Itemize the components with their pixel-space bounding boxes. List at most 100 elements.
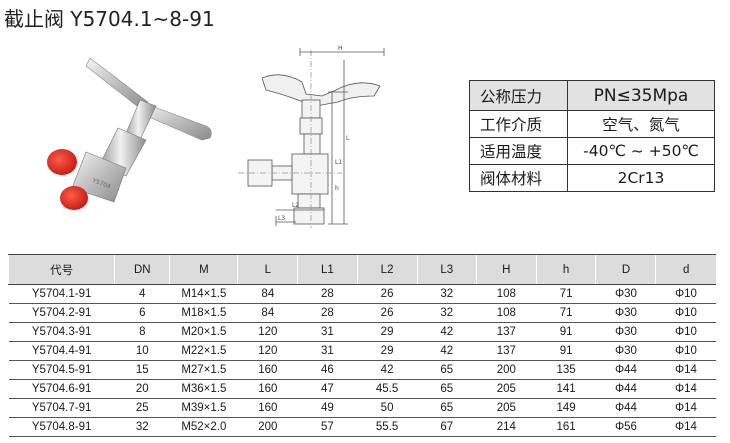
table-cell: M39×1.5	[169, 398, 238, 418]
spec-value: 2Cr13	[567, 164, 715, 192]
table-cell: 65	[417, 398, 477, 418]
column-header: H	[475, 254, 537, 285]
table-cell: Y5704.6-91	[8, 379, 115, 399]
table-cell: Φ14	[655, 398, 716, 418]
column-header: L1	[297, 254, 358, 285]
table-cell: 55.5	[357, 417, 418, 437]
table-cell: 6	[114, 303, 170, 323]
table-cell: Φ44	[595, 398, 656, 418]
table-cell: 141	[536, 379, 596, 399]
table-header-row: 代号 DN M L L1 L2 L3 H h D d	[7, 254, 716, 285]
table-cell: M36×1.5	[169, 379, 238, 399]
spec-row: 适用温度 -40℃ ~ +50℃	[469, 137, 715, 165]
page-title: 截止阀 Y5704.1~8-91	[4, 7, 215, 31]
table-cell: Y5704.3-91	[8, 322, 115, 342]
column-header: 代号	[7, 254, 115, 285]
table-cell: 161	[536, 417, 596, 437]
table-cell: Φ10	[655, 303, 716, 323]
table-cell: 25	[114, 398, 170, 418]
table-cell: 84	[237, 303, 298, 323]
table-cell: 137	[476, 341, 537, 361]
table-cell: 46	[297, 360, 358, 380]
table-cell: M52×2.0	[169, 417, 238, 437]
table-cell: 67	[417, 417, 477, 437]
drawing-label-l3: L3	[278, 215, 285, 222]
table-cell: 160	[237, 379, 298, 399]
table-cell: 160	[237, 398, 298, 418]
table-cell: Φ56	[595, 417, 656, 437]
table-cell: 205	[476, 379, 537, 399]
spec-label: 适用温度	[469, 137, 568, 165]
table-cell: 65	[417, 379, 477, 399]
table-cell: 29	[357, 322, 418, 342]
table-cell: M27×1.5	[169, 360, 238, 380]
table-cell: 91	[536, 322, 596, 342]
table-cell: 108	[476, 303, 537, 323]
table-cell: 26	[357, 303, 418, 323]
table-cell: 214	[476, 417, 537, 437]
table-cell: 31	[297, 341, 358, 361]
table-cell: 42	[417, 322, 477, 342]
drawing-label-hh: h	[335, 185, 339, 192]
table-cell: 42	[357, 360, 418, 380]
spec-row: 阀体材料 2Cr13	[469, 164, 715, 192]
spec-label: 工作介质	[469, 110, 568, 138]
table-cell: 45.5	[357, 379, 418, 399]
table-cell: Y5704.4-91	[8, 341, 115, 361]
column-header: DN	[114, 254, 170, 285]
column-header: D	[595, 254, 656, 285]
drawing-label-l2: L2	[292, 202, 299, 209]
table-cell: 49	[297, 398, 358, 418]
table-cell: 160	[237, 360, 298, 380]
table-cell: Φ30	[595, 284, 656, 304]
table-cell: Φ44	[595, 379, 656, 399]
table-cell: 28	[297, 284, 358, 304]
table-cell: 10	[114, 341, 170, 361]
table-cell: 71	[536, 284, 596, 304]
table-cell: Φ10	[655, 284, 716, 304]
spec-row: 公称压力 PN≤35Mpa	[469, 80, 715, 111]
table-cell: 65	[417, 360, 477, 380]
table-cell: Φ14	[655, 417, 716, 437]
column-header: d	[655, 254, 716, 285]
table-cell: 42	[417, 341, 477, 361]
drawing-label-l: L	[346, 135, 350, 142]
table-cell: 50	[357, 398, 418, 418]
table-cell: 32	[114, 417, 170, 437]
spec-label: 阀体材料	[469, 164, 568, 192]
table-cell: Y5704.2-91	[8, 303, 115, 323]
table-cell: 29	[357, 341, 418, 361]
table-cell: 47	[297, 379, 358, 399]
column-header: h	[535, 254, 596, 285]
table-cell: 32	[417, 303, 477, 323]
valve-photo: Y5704	[47, 57, 212, 210]
table-cell: 57	[297, 417, 358, 437]
column-header: L	[237, 254, 298, 285]
table-cell: 71	[536, 303, 596, 323]
table-cell: Φ30	[595, 322, 656, 342]
table-cell: Y5704.1-91	[8, 284, 115, 304]
table-cell: 205	[476, 398, 537, 418]
table-cell: 31	[297, 322, 358, 342]
table-cell: Φ10	[655, 322, 716, 342]
table-cell: 15	[114, 360, 170, 380]
table-cell: 149	[536, 398, 596, 418]
table-cell: Y5704.7-91	[8, 398, 115, 418]
table-cell: 120	[237, 322, 298, 342]
table-cell: Φ14	[655, 360, 716, 380]
spec-value: 空气、氮气	[567, 110, 715, 138]
spec-label: 公称压力	[469, 80, 568, 111]
table-cell: Φ44	[595, 360, 656, 380]
table-cell: Y5704.8-91	[8, 417, 115, 437]
table-cell: 20	[114, 379, 170, 399]
spec-table: 公称压力 PN≤35Mpa 工作介质 空气、氮气 适用温度 -40℃ ~ +50…	[469, 80, 715, 192]
table-cell: Φ14	[655, 379, 716, 399]
